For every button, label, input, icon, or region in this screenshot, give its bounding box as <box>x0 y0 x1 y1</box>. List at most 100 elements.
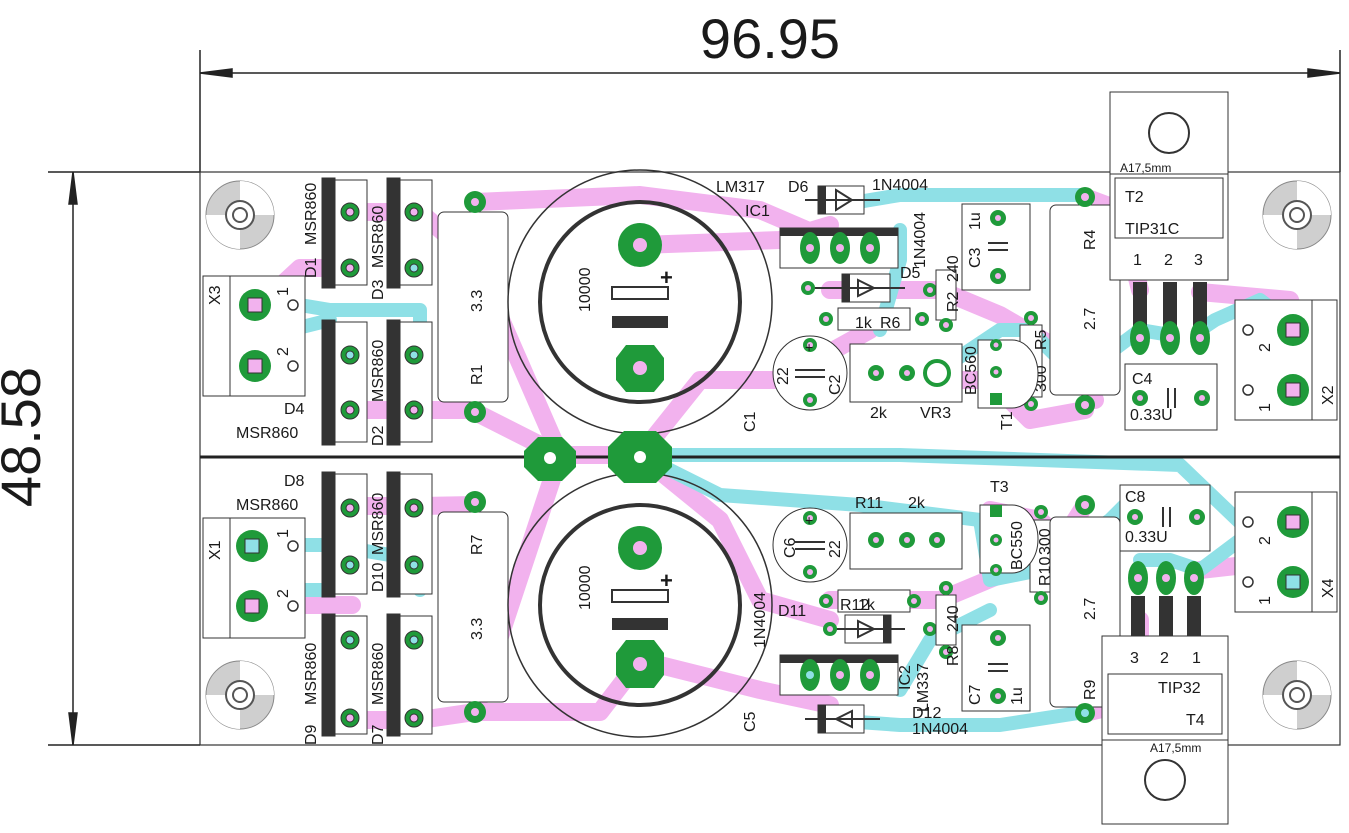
resistor-r12: R12 1k <box>819 589 921 614</box>
transistor-t4: 3 2 1 TIP32 T4 A17,5mm <box>1101 561 1229 825</box>
c8-ref: C8 <box>1125 489 1146 506</box>
t3-ref: T3 <box>990 479 1009 496</box>
transistor-t2: A17,5mm T2 TIP31C 1 2 3 <box>1109 91 1229 355</box>
c5-value: 10000 <box>577 565 594 610</box>
d2-ref: D2 <box>370 425 387 446</box>
c6-plus: + <box>805 512 813 528</box>
resistor-r7: R7 3.3 <box>437 491 509 723</box>
t4-pin1: 1 <box>1192 650 1201 667</box>
capacitor-c2: + 22 C2 <box>772 335 848 411</box>
resistor-r4: R4 2.7 <box>1049 187 1121 415</box>
r1-value: 3.3 <box>469 290 486 312</box>
r1-ref: R1 <box>469 364 486 385</box>
connector-x3-pin1: 1 <box>275 287 292 296</box>
connector-x4-pin2: 2 <box>1257 536 1274 545</box>
d6-ref: D6 <box>788 179 809 196</box>
diode-d5: D5 1N4004 <box>801 212 937 303</box>
rectifier-diode-labels: D1 MSR860 D3 MSR860 D4 MSR860 D2 MSR860 … <box>236 183 387 745</box>
d4-part: MSR860 <box>236 425 298 442</box>
d12-part: 1N4004 <box>912 721 968 738</box>
transistor-t1: BC560 T1 <box>963 339 1039 430</box>
c7-ref: C7 <box>967 684 984 705</box>
r2-value: 240 <box>945 255 962 282</box>
c2-ref: C2 <box>827 374 844 395</box>
width-dimension <box>199 50 1341 172</box>
width-dimension-label: 96.95 <box>700 7 840 70</box>
vr3-ref: VR3 <box>920 405 951 422</box>
t4-pin2: 2 <box>1160 650 1169 667</box>
connector-x1-pin1: 1 <box>275 529 292 538</box>
c8-value: 0.33U <box>1125 529 1168 546</box>
mounting-hole-bottom-left <box>205 660 275 730</box>
mounting-hole-top-left <box>205 180 275 250</box>
connector-x1-label: X1 <box>207 540 224 560</box>
mounting-hole-top-right <box>1262 180 1332 250</box>
r12-value: 1k <box>858 597 876 614</box>
t1-ref: T1 <box>999 411 1016 430</box>
ic1-ref: IC1 <box>745 203 770 220</box>
mounting-hole-bottom-right <box>1262 660 1332 730</box>
t2-pin3: 3 <box>1194 252 1203 269</box>
d5-ref: D5 <box>900 265 921 282</box>
r4-ref: R4 <box>1082 229 1099 250</box>
c5-plus: + <box>660 568 673 593</box>
r5-ref: R5 <box>1033 329 1050 350</box>
c6-value: 22 <box>827 540 844 558</box>
t1-part: BC560 <box>963 346 980 395</box>
regulator-ic2: LM337 IC2 <box>779 654 932 712</box>
d2-part: MSR860 <box>370 340 387 402</box>
d11-part: 1N4004 <box>752 592 769 648</box>
d9-part: MSR860 <box>303 643 320 705</box>
d8-part: MSR860 <box>236 497 298 514</box>
resistor-r2: R2 240 <box>935 255 962 332</box>
capacitor-c3: C3 1u <box>961 203 1031 291</box>
t4-part: TIP32 <box>1158 680 1201 697</box>
r12-ref: R12 <box>840 597 869 614</box>
d3-ref: D3 <box>370 279 387 300</box>
ic2-ref: IC2 <box>897 665 914 690</box>
t4-pin3: 3 <box>1130 650 1139 667</box>
d7-part: MSR860 <box>370 643 387 705</box>
connector-x1-pin2: 2 <box>275 589 292 598</box>
d4-ref: D4 <box>284 401 305 418</box>
capacitor-c6: + C6 22 <box>772 507 848 583</box>
connector-x1: X1 1 2 <box>202 517 306 639</box>
c4-value: 0.33U <box>1130 407 1173 424</box>
capacitor-c8: C8 0.33U <box>1119 484 1211 552</box>
d10-part: MSR860 <box>370 493 387 555</box>
capacitor-c5: + 10000 C5 <box>507 472 773 738</box>
capacitor-c4: C4 0.33U <box>1124 363 1218 431</box>
r7-ref: R7 <box>469 534 486 555</box>
d6-part: 1N4004 <box>872 177 928 194</box>
trimmer-r11: R11 2k <box>849 495 963 570</box>
d9-ref: D9 <box>303 724 320 745</box>
connector-x4-label: X4 <box>1320 578 1337 598</box>
transistor-t3: T3 BC550 <box>979 479 1039 576</box>
connector-x3: X3 1 2 <box>202 275 306 397</box>
resistor-r1: R1 3.3 <box>437 191 509 423</box>
diode-d11: D11 1N4004 <box>752 592 937 648</box>
r8-value: 240 <box>945 605 962 632</box>
rectifier-diodes <box>321 177 433 737</box>
connector-x2-label: X2 <box>1320 385 1337 405</box>
c1-value: 10000 <box>577 267 594 312</box>
d1-part: MSR860 <box>303 183 320 245</box>
d12-ref: D12 <box>912 705 941 722</box>
r11-value: 2k <box>908 495 926 512</box>
vr3-value: 2k <box>870 405 888 422</box>
height-dimension-label: 48.58 <box>0 367 52 507</box>
connector-x2: 2 1 X2 <box>1234 299 1338 421</box>
r9-ref: R9 <box>1082 679 1099 700</box>
r4-value: 2.7 <box>1082 308 1099 330</box>
c4-ref: C4 <box>1132 371 1153 388</box>
c1-plus: + <box>660 265 673 290</box>
r9-value: 2.7 <box>1082 598 1099 620</box>
c5-ref: C5 <box>742 711 759 732</box>
height-dimension <box>48 171 200 746</box>
connector-x3-label: X3 <box>207 285 224 305</box>
t2-part: TIP31C <box>1125 221 1179 238</box>
t2-pin1: 1 <box>1133 252 1142 269</box>
t3-part: BC550 <box>1009 521 1026 570</box>
d10-ref: D10 <box>370 563 387 592</box>
resistor-r8: R8 240 <box>935 581 962 666</box>
